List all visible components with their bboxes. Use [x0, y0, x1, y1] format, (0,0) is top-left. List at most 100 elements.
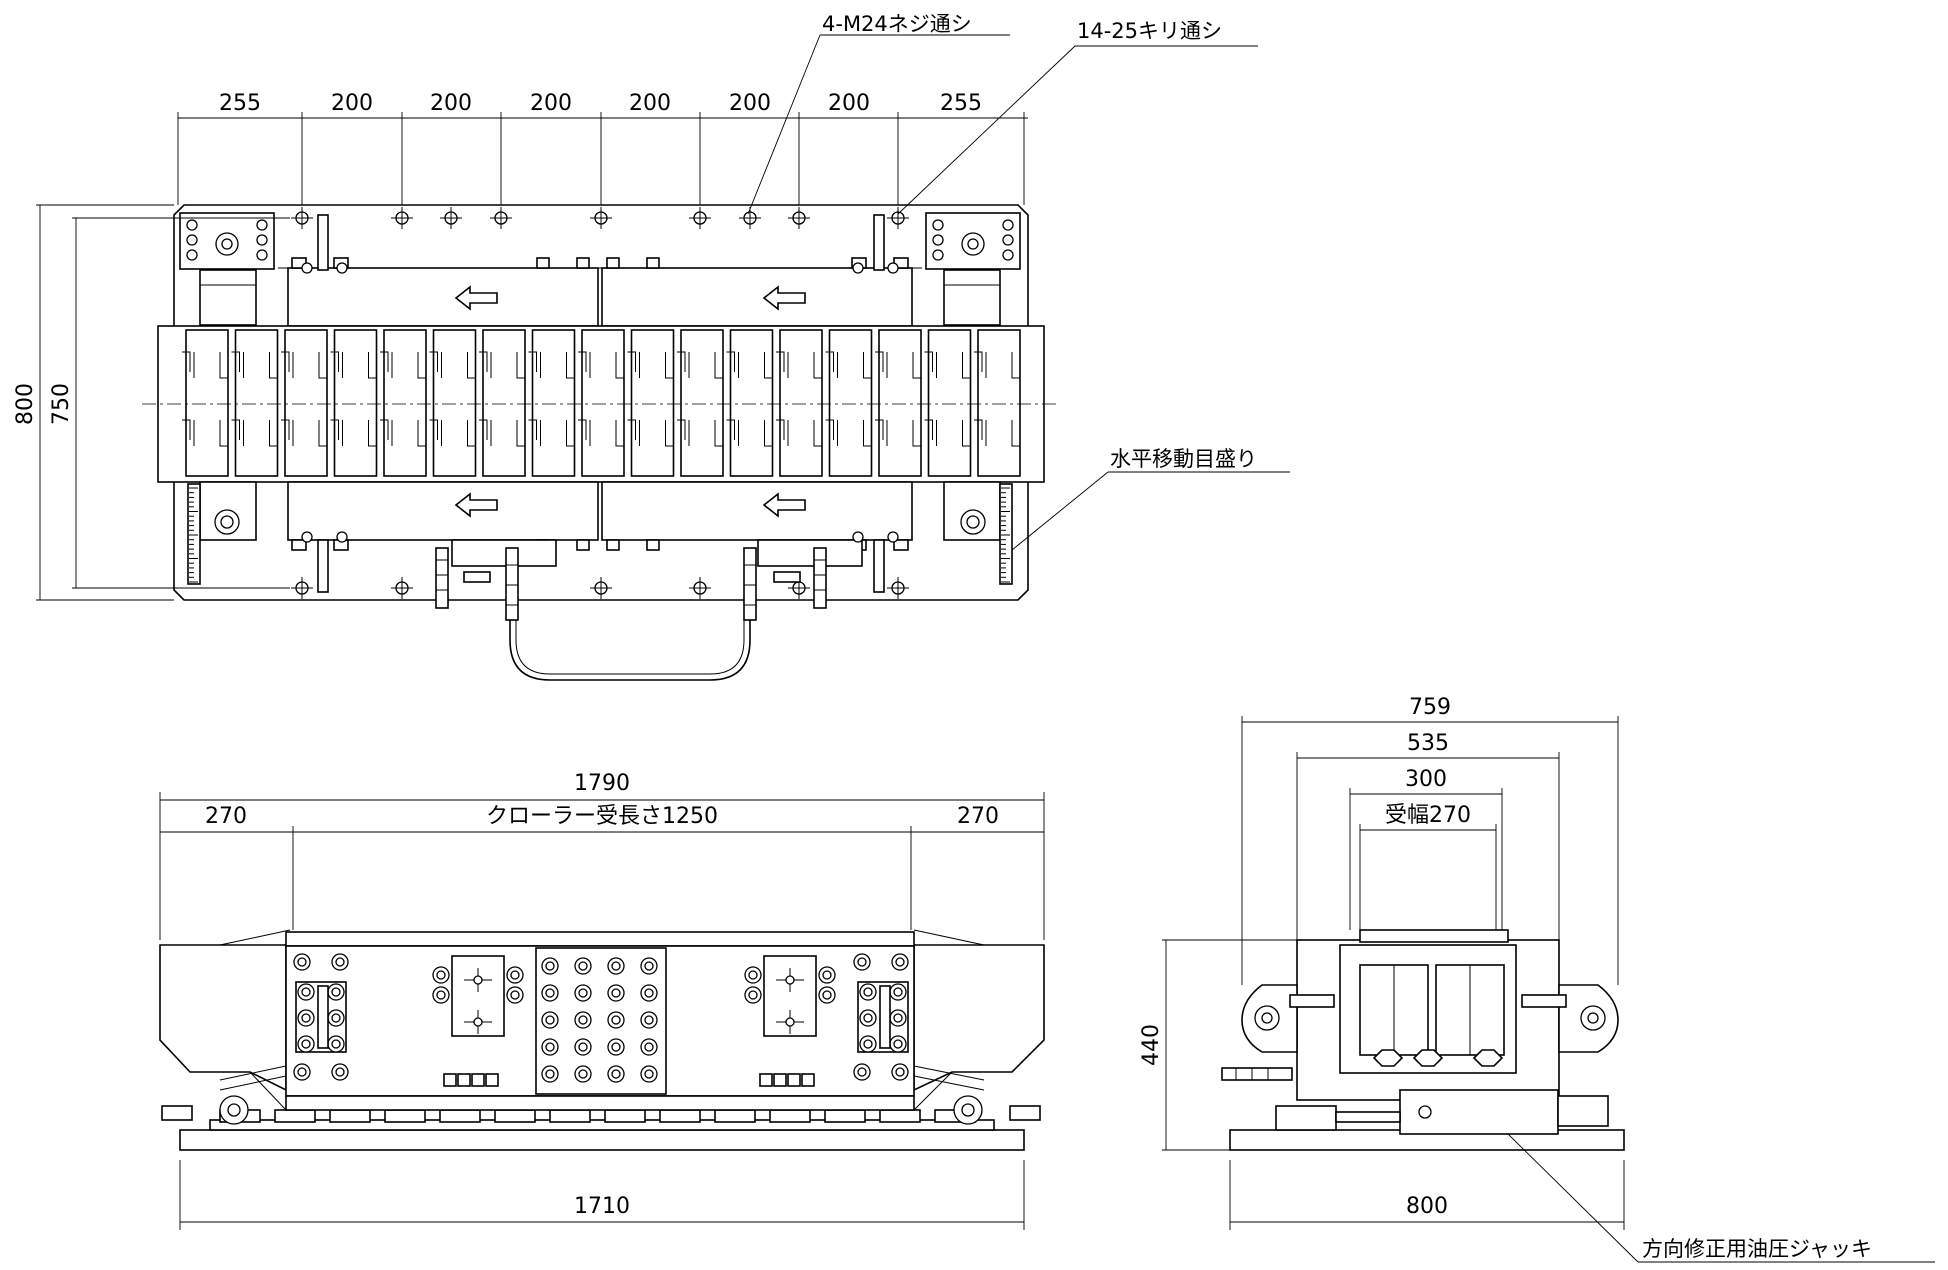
note-thread-holes: 4-M24ネジ通シ [822, 12, 972, 36]
crawler-plate [726, 329, 774, 477]
dim-end-800: 800 [1406, 1194, 1448, 1219]
dim-side-overall: 1790 [574, 771, 630, 796]
dim-side-crawler: クローラー受長さ1250 [486, 804, 718, 829]
track-link [549, 1109, 591, 1123]
crawler-plate [776, 329, 823, 477]
horizontal-scale-left [187, 483, 201, 585]
upper-frame-left [287, 267, 599, 327]
crawler-plate [380, 329, 427, 477]
dim-top-5: 200 [729, 91, 771, 116]
crawler-plate [578, 329, 625, 477]
track-rollers [219, 1095, 983, 1125]
bolt-hole [291, 207, 313, 229]
bolt-hole [590, 207, 612, 229]
side-dimensions [159, 792, 1045, 1230]
crawler-plate [429, 329, 477, 477]
direction-arrow-icon [454, 492, 498, 518]
upper-frame-right [601, 267, 913, 327]
track-link [824, 1109, 866, 1123]
end-cover-left [159, 944, 287, 1092]
dim-top-6: 200 [828, 91, 870, 116]
dim-top-0: 255 [219, 91, 261, 116]
track-link [439, 1109, 481, 1123]
jack-cylinder-tr [943, 269, 1001, 326]
direction-arrow-icon [454, 285, 498, 311]
dim-side-base: 1710 [574, 1194, 630, 1219]
track-link [384, 1109, 426, 1123]
dim-end-300: 300 [1405, 767, 1447, 792]
track-link [659, 1109, 701, 1123]
dim-top-1: 200 [331, 91, 373, 116]
crawler-plate [825, 329, 873, 477]
dim-top-2: 200 [430, 91, 472, 116]
horizontal-scale-right [999, 483, 1013, 585]
side-details [219, 947, 985, 1095]
bolt-hole [391, 577, 413, 599]
note-hydraulic-jack: 方向修正用油圧ジャッキ [1642, 1237, 1872, 1261]
bolt-hole [788, 207, 810, 229]
lower-frame-right [601, 481, 913, 541]
bolt-hole [291, 577, 313, 599]
direction-arrow-icon [762, 285, 806, 311]
dim-top-7: 255 [940, 91, 982, 116]
dim-top-3: 200 [530, 91, 572, 116]
dim-top-4: 200 [629, 91, 671, 116]
track-link [274, 1109, 316, 1123]
top-dim-labels: 255 200 200 200 200 200 200 255 800 750 … [13, 12, 1257, 471]
direction-arrow-icon [762, 492, 806, 518]
crawler-plates [182, 329, 1021, 477]
note-horizontal-scale: 水平移動目盛り [1110, 447, 1257, 471]
top-view: 255 200 200 200 200 200 200 255 800 750 … [13, 12, 1290, 681]
dim-height-750: 750 [49, 383, 74, 425]
crawler-plate [281, 329, 328, 477]
bolt-hole [887, 207, 909, 229]
bolt-hole [887, 577, 909, 599]
crawler-plate [924, 329, 972, 477]
crawler-plate [677, 329, 724, 477]
jack-cylinder-tl [199, 269, 257, 326]
dim-side-left: 270 [205, 804, 247, 829]
dim-end-759: 759 [1409, 695, 1451, 720]
bolt-hole [739, 207, 761, 229]
hydraulic-fittings [435, 547, 827, 621]
end-dimensions [1162, 716, 1935, 1263]
side-dim-labels: 1790 270 クローラー受長さ1250 270 1710 [205, 771, 999, 1219]
bolt-hole [590, 577, 612, 599]
track-link [714, 1109, 756, 1123]
crawler-plate [974, 329, 1021, 477]
corner-bolts [186, 219, 1014, 261]
hydraulic-hose [509, 620, 751, 681]
crawler-plate [875, 329, 922, 477]
top-dimensions [36, 34, 1290, 601]
mounting-holes [291, 207, 909, 599]
crawler-plate [479, 329, 526, 477]
note-drill-holes: 14-25キリ通シ [1077, 19, 1222, 43]
crawler-plate [627, 329, 675, 477]
crawler-plate [330, 329, 378, 477]
side-base-plate [179, 1129, 1025, 1151]
crawler-plate [182, 329, 229, 477]
side-view: 1790 270 クローラー受長さ1250 270 1710 [159, 771, 1045, 1230]
bolt-hole [689, 207, 711, 229]
crawler-plate [231, 329, 279, 477]
track-link [494, 1109, 536, 1123]
track-link [329, 1109, 371, 1123]
bolt-hole [440, 207, 462, 229]
dim-end-receive-width: 受幅270 [1385, 803, 1471, 828]
dim-height-800: 800 [13, 383, 38, 425]
track-link [879, 1109, 921, 1123]
bolt-hole [689, 577, 711, 599]
end-dim-labels: 759 535 300 受幅270 440 800 方向修正用油圧ジャッキ [1139, 695, 1872, 1261]
crawler-top [285, 931, 915, 947]
bolt-hole [391, 207, 413, 229]
end-cover-right [913, 944, 1045, 1092]
dim-side-right: 270 [957, 804, 999, 829]
bolt-hole [490, 207, 512, 229]
lower-frame-left [287, 481, 599, 541]
dim-end-440: 440 [1139, 1024, 1164, 1066]
crawler-plate [528, 329, 576, 477]
track-link [604, 1109, 646, 1123]
end-view: 759 535 300 受幅270 440 800 方向修正用油圧ジャッキ [1139, 695, 1935, 1263]
dim-end-535: 535 [1407, 731, 1449, 756]
